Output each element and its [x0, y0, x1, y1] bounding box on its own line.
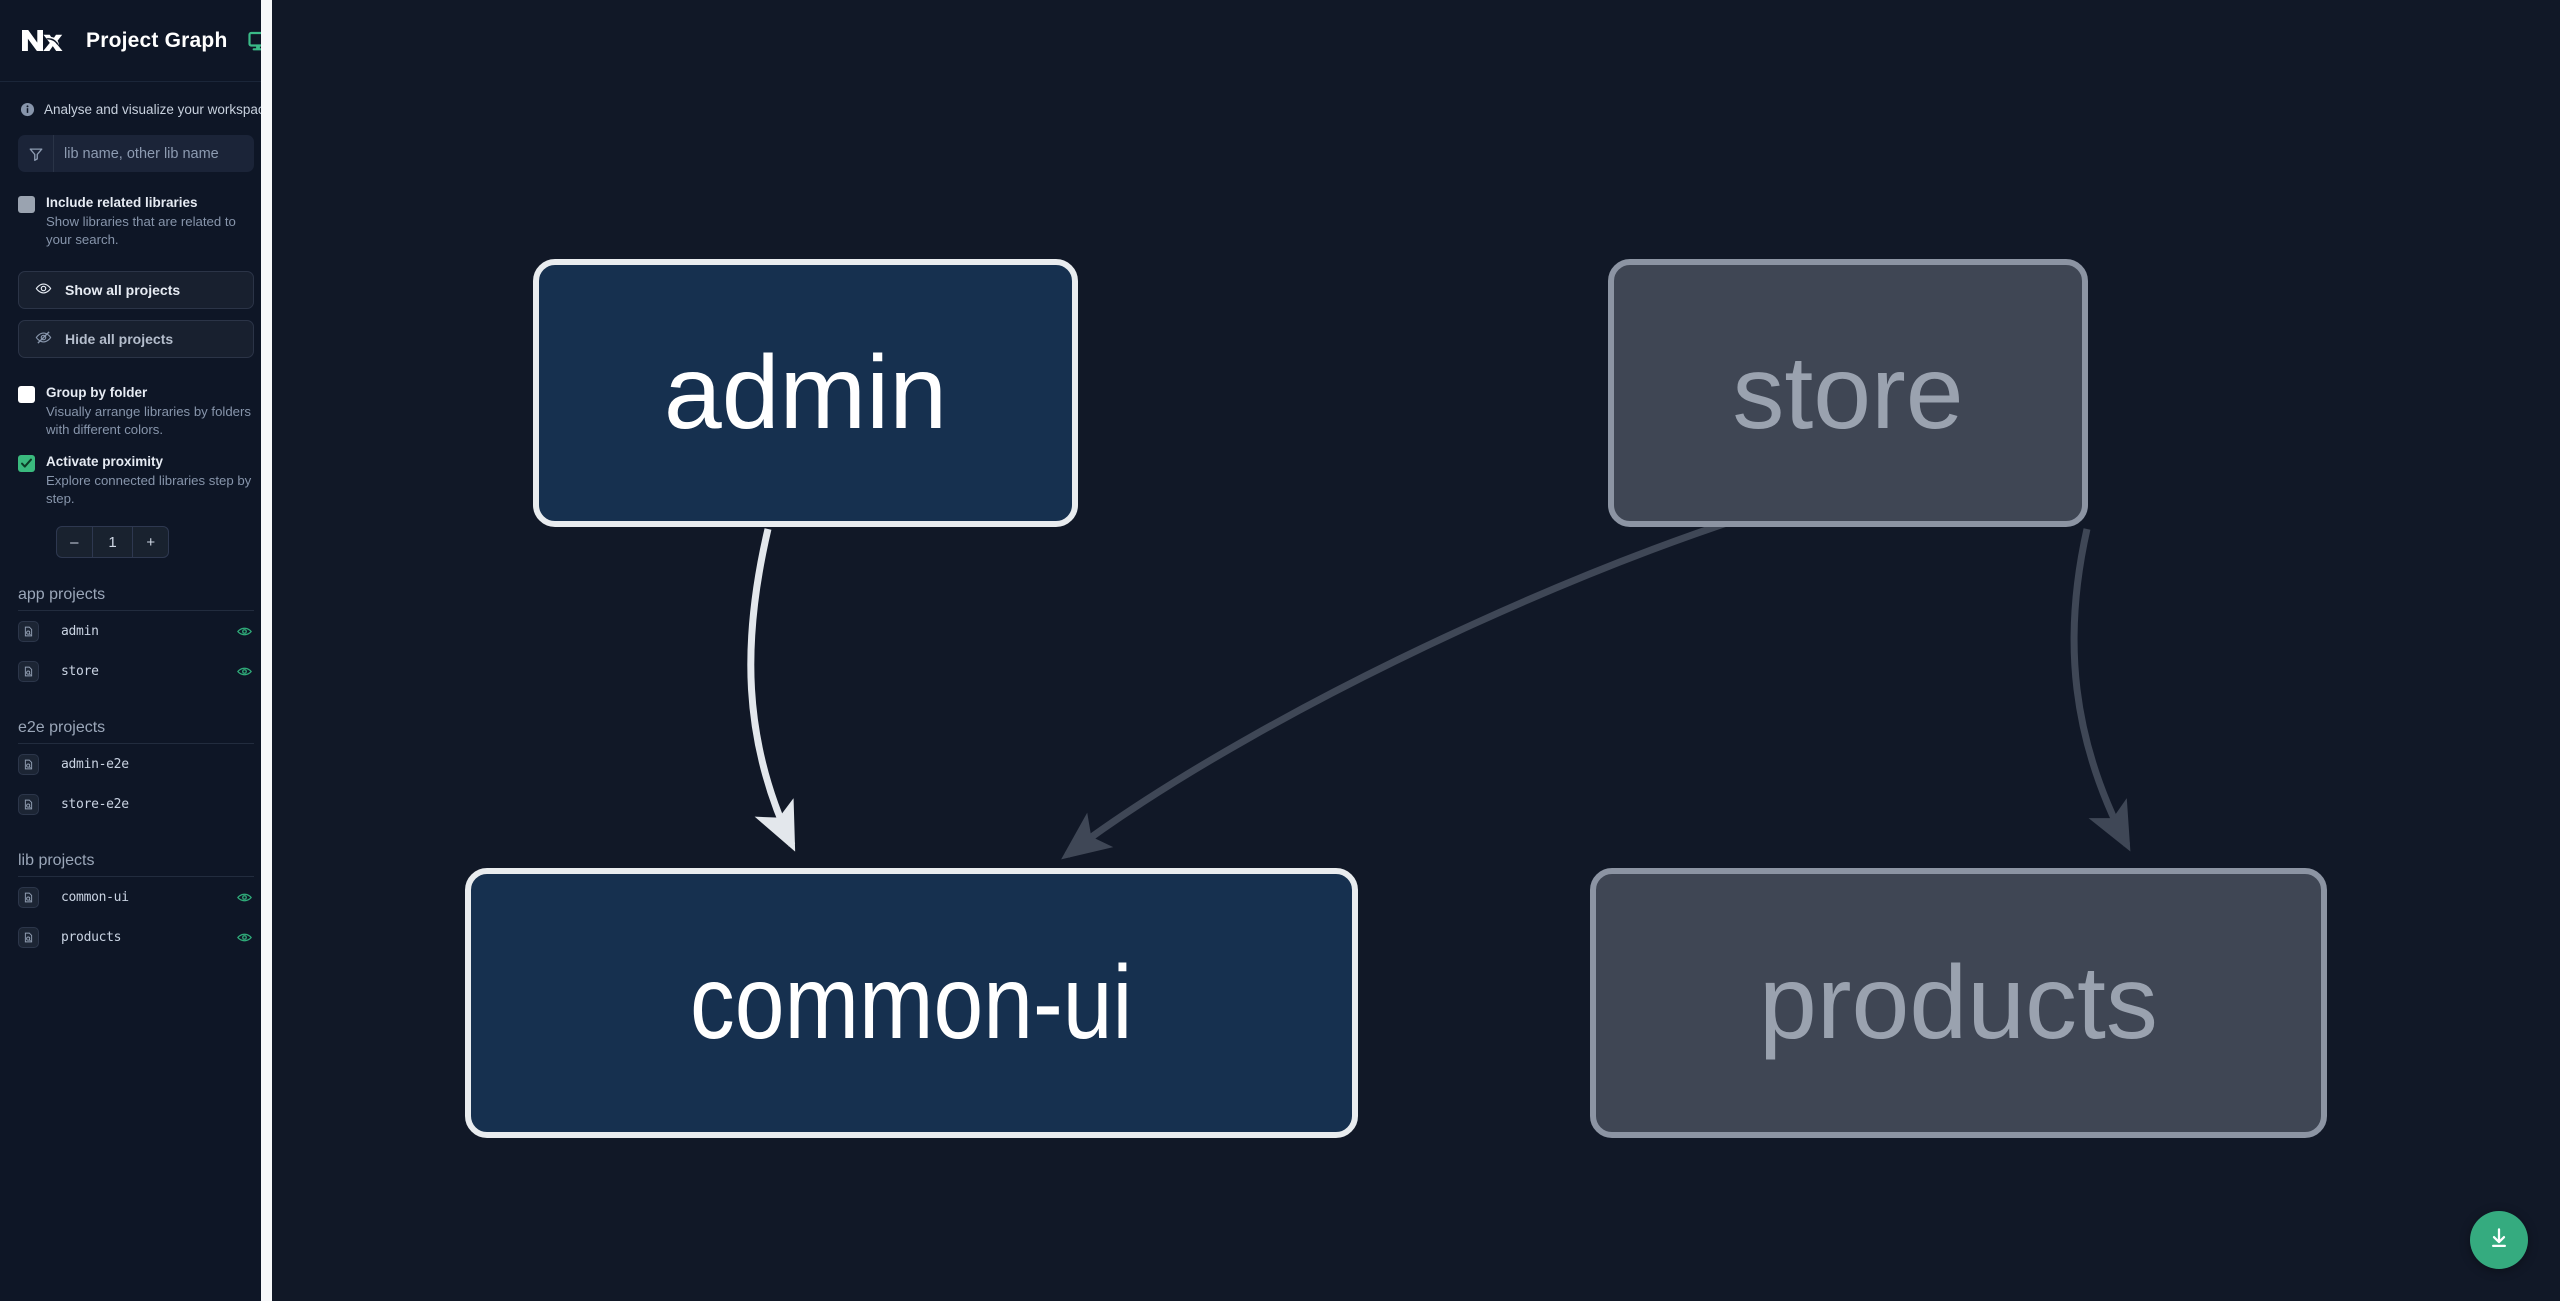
group-by-folder-checkbox[interactable] — [18, 386, 35, 403]
option-description: Explore connected libraries step by step… — [46, 473, 252, 506]
option-description: Visually arrange libraries by folders wi… — [46, 404, 251, 437]
project-row-admin[interactable]: admin — [18, 611, 254, 651]
option-include-related-libraries[interactable]: Include related libraries Show libraries… — [0, 172, 272, 249]
search-input[interactable] — [54, 145, 254, 162]
option-label: Group by folder — [46, 385, 148, 400]
include-related-libraries-checkbox[interactable] — [18, 196, 35, 213]
show-all-projects-label: Show all projects — [65, 282, 181, 298]
edge-store-to-products — [2070, 528, 2131, 852]
graph-node-label: common-ui — [690, 945, 1133, 1061]
group-title: lib projects — [18, 852, 254, 877]
group-title: e2e projects — [18, 719, 254, 744]
project-row-products[interactable]: products — [18, 917, 254, 957]
tagline-text: Analyse and visualize your workspace. — [44, 102, 272, 117]
download-icon — [2486, 1225, 2512, 1256]
graph-node-products[interactable]: products — [1590, 868, 2327, 1138]
graph-node-store[interactable]: store — [1608, 259, 2088, 527]
sidebar-header: Project Graph — [0, 0, 272, 82]
sidebar-tagline: Analyse and visualize your workspace. — [0, 82, 272, 117]
option-activate-proximity[interactable]: Activate proximity Explore connected lib… — [0, 439, 272, 508]
project-row-common-ui[interactable]: common-ui — [18, 877, 254, 917]
project-group-e2e-projects: e2e projects admin-e2e — [0, 719, 272, 824]
graph-node-label: products — [1759, 945, 2158, 1061]
proximity-value: 1 — [91, 527, 134, 557]
proximity-decrement-button[interactable]: – — [70, 533, 79, 551]
edge-store-to-common-ui — [1061, 476, 1885, 860]
project-visibility-eye-icon[interactable] — [234, 887, 254, 907]
graph-canvas[interactable]: admin store common-ui products — [272, 0, 2560, 1301]
project-visibility-eye-icon[interactable] — [234, 927, 254, 947]
project-name: products — [61, 929, 122, 945]
project-file-icon[interactable] — [18, 793, 39, 815]
info-icon — [20, 102, 35, 117]
sidebar: Project Graph Analyse and visualize your… — [0, 0, 272, 1301]
show-all-projects-button[interactable]: Show all projects — [18, 271, 254, 309]
option-group-by-folder[interactable]: Group by folder Visually arrange librari… — [0, 358, 272, 439]
option-description: Show libraries that are related to your … — [46, 214, 236, 247]
graph-node-common-ui[interactable]: common-ui — [465, 868, 1358, 1138]
sidebar-scrollbar[interactable] — [261, 0, 272, 1301]
hide-all-projects-label: Hide all projects — [65, 331, 174, 347]
search-section — [0, 117, 272, 172]
project-file-icon[interactable] — [18, 753, 39, 775]
nx-logo-icon — [16, 21, 64, 61]
eye-icon — [35, 280, 52, 300]
edge-admin-to-common-ui — [747, 528, 796, 852]
project-group-lib-projects: lib projects common-ui — [0, 852, 272, 957]
search-box[interactable] — [18, 135, 254, 172]
proximity-increment-button[interactable]: + — [146, 533, 156, 551]
graph-node-label: admin — [663, 335, 948, 451]
project-visibility-eye-icon[interactable] — [234, 661, 254, 681]
project-group-app-projects: app projects admin — [0, 586, 272, 691]
project-name: common-ui — [61, 889, 129, 905]
group-title: app projects — [18, 586, 254, 611]
project-name: admin — [61, 623, 99, 639]
project-visibility-eye-icon[interactable] — [234, 621, 254, 641]
hide-all-projects-button[interactable]: Hide all projects — [18, 320, 254, 358]
project-file-icon[interactable] — [18, 660, 39, 682]
project-row-admin-e2e[interactable]: admin-e2e — [18, 744, 254, 784]
graph-node-label: store — [1732, 335, 1964, 451]
bulk-visibility-buttons: Show all projects Hide all projects — [0, 249, 272, 358]
option-label: Include related libraries — [46, 195, 198, 210]
project-row-store[interactable]: store — [18, 651, 254, 691]
page-title: Project Graph — [86, 28, 228, 52]
project-file-icon[interactable] — [18, 886, 39, 908]
project-row-store-e2e[interactable]: store-e2e — [18, 784, 254, 824]
project-name: admin-e2e — [61, 756, 129, 772]
proximity-stepper: – 1 + — [56, 526, 169, 558]
project-file-icon[interactable] — [18, 620, 39, 642]
project-file-icon[interactable] — [18, 926, 39, 948]
project-visibility-eye-icon[interactable] — [234, 794, 254, 814]
graph-node-admin[interactable]: admin — [533, 259, 1078, 527]
option-label: Activate proximity — [46, 454, 164, 469]
project-visibility-eye-icon[interactable] — [234, 754, 254, 774]
filter-funnel-icon — [18, 135, 54, 172]
activate-proximity-checkbox[interactable] — [18, 455, 35, 472]
eye-off-icon — [35, 329, 52, 349]
project-name: store — [61, 663, 99, 679]
download-graph-button[interactable] — [2470, 1211, 2528, 1269]
project-name: store-e2e — [61, 796, 129, 812]
